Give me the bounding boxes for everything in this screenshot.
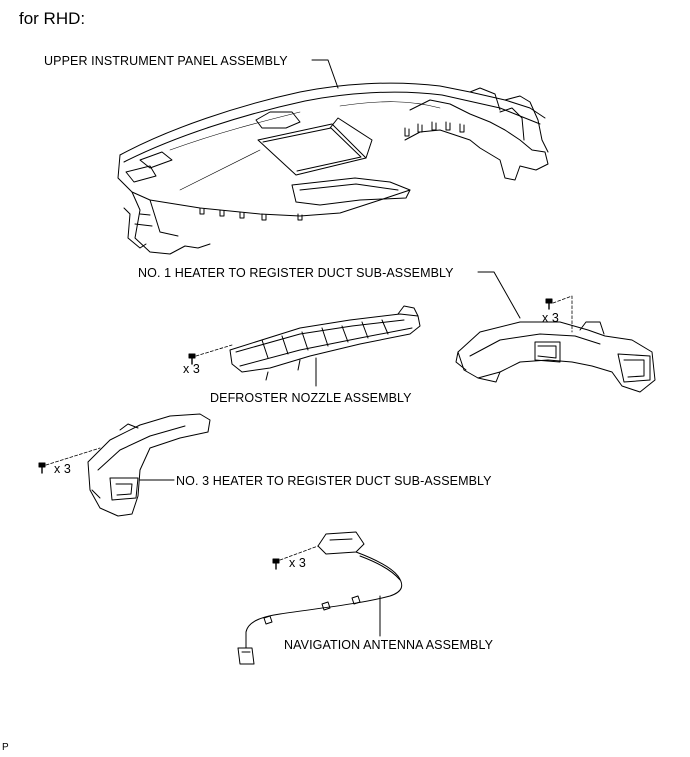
upper-instrument-panel-drawing xyxy=(117,82,549,255)
no3-heater-duct-drawing xyxy=(87,413,211,517)
defroster-screw-qty: x 3 xyxy=(183,362,200,376)
diagram-header: for RHD: xyxy=(19,9,86,28)
screw-icon xyxy=(188,353,196,365)
no1-heater-duct-label: NO. 1 HEATER TO REGISTER DUCT SUB-ASSEMB… xyxy=(138,266,454,280)
screw-icon xyxy=(545,298,553,310)
nav-antenna-screw-qty: x 3 xyxy=(289,556,306,570)
screw-icon xyxy=(38,462,46,474)
no3-duct-screw-qty: x 3 xyxy=(54,462,71,476)
upper-instrument-panel-label: UPPER INSTRUMENT PANEL ASSEMBLY xyxy=(44,54,288,68)
defroster-nozzle-drawing xyxy=(229,305,421,381)
defroster-nozzle-label: DEFROSTER NOZZLE ASSEMBLY xyxy=(210,391,412,405)
navigation-antenna-drawing xyxy=(237,531,403,665)
navigation-antenna-label: NAVIGATION ANTENNA ASSEMBLY xyxy=(284,638,494,652)
no3-heater-duct-label: NO. 3 HEATER TO REGISTER DUCT SUB-ASSEMB… xyxy=(176,474,492,488)
screw-icon xyxy=(272,558,280,570)
no1-duct-screw-qty: x 3 xyxy=(542,311,559,325)
figure-id: P xyxy=(2,742,9,753)
no1-heater-duct-drawing xyxy=(455,321,656,393)
